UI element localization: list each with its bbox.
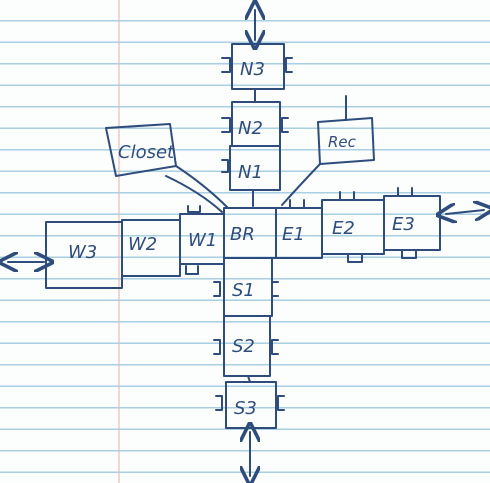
label-n1: N1 xyxy=(238,162,263,183)
label-s1: S1 xyxy=(232,280,255,301)
door-mark xyxy=(271,339,279,355)
column-connector xyxy=(247,375,251,383)
rec-connector xyxy=(281,163,321,206)
door-mark xyxy=(281,117,289,133)
door-mark xyxy=(289,199,305,209)
label-rec: Rec xyxy=(328,133,357,151)
label-e2: E2 xyxy=(332,218,355,239)
label-e3: E3 xyxy=(392,214,415,235)
rec-box xyxy=(317,117,375,165)
label-w2: W2 xyxy=(128,234,157,255)
door-mark xyxy=(339,191,355,201)
door-mark xyxy=(347,253,363,263)
label-br: BR xyxy=(230,224,255,245)
label-s2: S2 xyxy=(232,336,255,357)
door-mark xyxy=(221,117,231,133)
label-w3: W3 xyxy=(68,242,97,263)
door-mark xyxy=(187,205,201,213)
label-closet: Closet xyxy=(118,142,175,163)
door-mark xyxy=(215,395,223,411)
door-mark xyxy=(397,187,413,197)
door-mark xyxy=(271,281,279,297)
label-n2: N2 xyxy=(238,118,263,139)
door-mark xyxy=(213,281,221,297)
label-n3: N3 xyxy=(240,59,265,80)
closet-connector xyxy=(165,175,223,213)
door-mark xyxy=(221,57,231,73)
door-mark xyxy=(401,249,417,259)
label-s3: S3 xyxy=(234,398,257,419)
label-w1: W1 xyxy=(188,230,217,251)
margin-line xyxy=(118,0,120,483)
door-mark xyxy=(277,395,285,411)
closet-connector xyxy=(175,165,229,209)
door-mark xyxy=(285,57,293,73)
label-e1: E1 xyxy=(282,224,305,245)
east-arrow xyxy=(446,210,484,214)
door-mark xyxy=(213,339,221,355)
door-mark xyxy=(221,159,229,173)
door-mark xyxy=(185,265,199,275)
room-n1-box xyxy=(229,145,281,191)
